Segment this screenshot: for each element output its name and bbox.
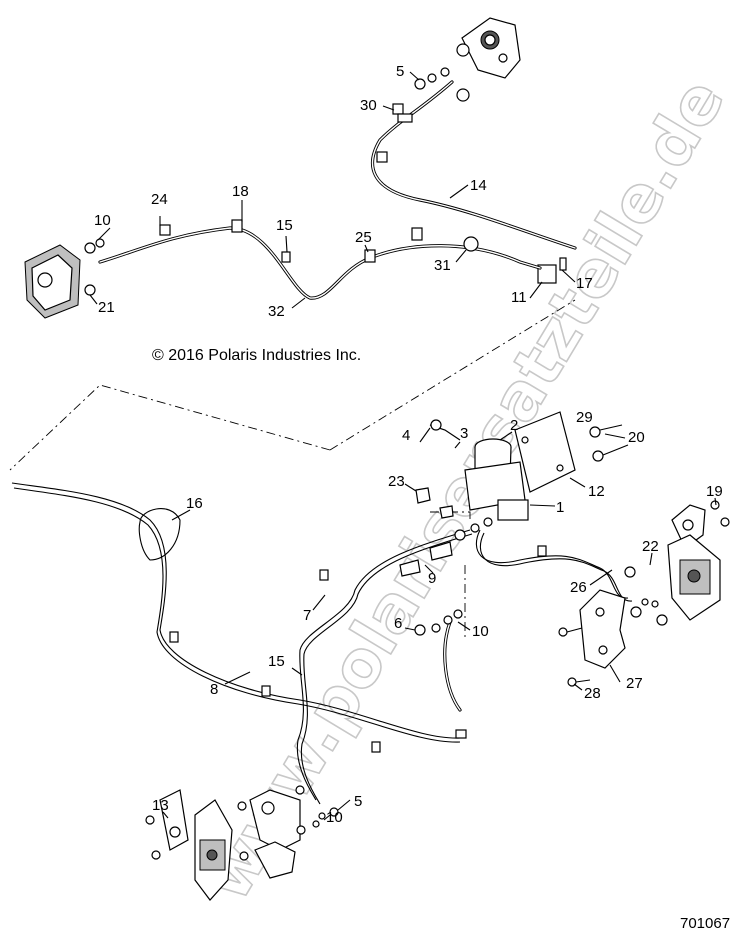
callout-31: 31 [434, 257, 451, 274]
callout-19: 19 [706, 483, 723, 500]
brake-shield-27 [558, 589, 626, 687]
callout-15: 15 [276, 217, 293, 234]
master-cylinder [415, 411, 629, 521]
callout-5: 5 [354, 793, 362, 810]
callout-9: 9 [428, 570, 436, 587]
callout-32: 32 [268, 303, 285, 320]
brake-hose-32 [98, 226, 542, 300]
callout-30: 30 [360, 97, 377, 114]
callout-14: 14 [470, 177, 487, 194]
figure-number: 701067 [680, 915, 730, 932]
clips-upper [159, 200, 479, 263]
brake-hose-10-mid [414, 609, 463, 712]
callout-27: 27 [626, 675, 643, 692]
copyright-notice: © 2016 Polaris Industries Inc. [152, 347, 361, 364]
callout-10: 10 [326, 809, 343, 826]
callout-28: 28 [584, 685, 601, 702]
callout-24: 24 [151, 191, 168, 208]
callout-6: 6 [394, 615, 402, 632]
callout-8: 8 [210, 681, 218, 698]
callout-17: 17 [576, 275, 593, 292]
callout-10: 10 [94, 212, 111, 229]
callout-22: 22 [642, 538, 659, 555]
upper-left-caliper [24, 238, 105, 319]
callout-1: 1 [556, 499, 564, 516]
callout-29: 29 [576, 409, 593, 426]
brake-line-16 [11, 482, 467, 753]
callout-5: 5 [396, 63, 404, 80]
callout-3: 3 [460, 425, 468, 442]
callout-7: 7 [303, 607, 311, 624]
callout-11: 11 [511, 289, 527, 306]
callout-13: 13 [152, 797, 169, 814]
callout-4: 4 [402, 427, 410, 444]
callout-26: 26 [570, 579, 587, 596]
callout-23: 23 [388, 473, 405, 490]
watermark: www.polarisersatzteile.de [190, 67, 739, 913]
callout-2: 2 [510, 417, 518, 434]
right-caliper-assembly [624, 500, 730, 626]
callout-18: 18 [232, 183, 249, 200]
leader-lines [89, 71, 717, 821]
callout-10: 10 [472, 623, 489, 640]
callout-21: 21 [98, 299, 115, 316]
callout-16: 16 [186, 495, 203, 512]
brake-line-7 [296, 517, 493, 805]
lower-left-caliper-assembly [145, 785, 339, 901]
callout-labels: 5 30 14 24 18 10 15 25 31 17 11 21 32 © … [94, 63, 730, 932]
callout-15: 15 [268, 653, 285, 670]
callout-25: 25 [355, 229, 372, 246]
small-fittings-upper [376, 67, 567, 284]
callout-20: 20 [628, 429, 645, 446]
brake-line-26 [475, 529, 633, 602]
upper-right-caliper [456, 17, 521, 102]
callout-12: 12 [588, 483, 605, 500]
